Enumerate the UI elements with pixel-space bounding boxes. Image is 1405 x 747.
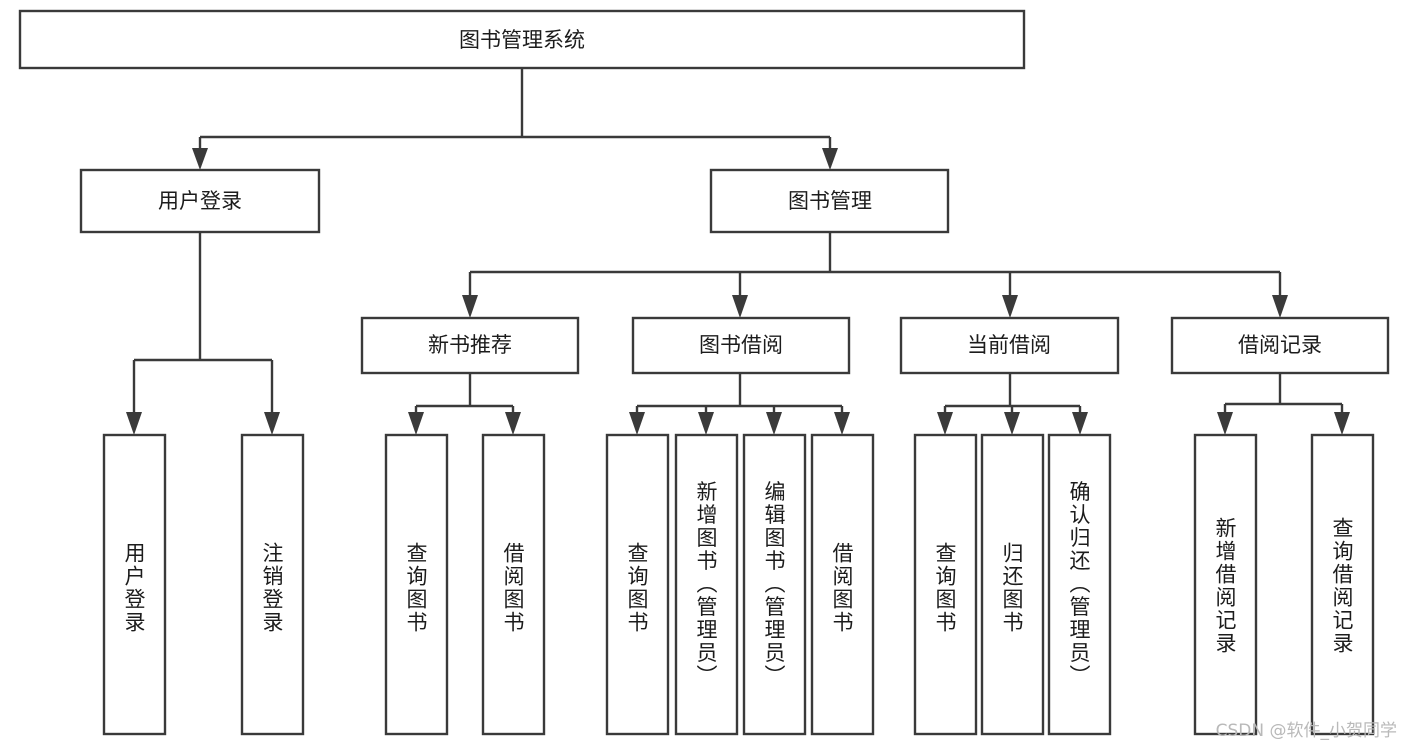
leaf-book-borrow-query-box[interactable] (605, 433, 670, 736)
arrow-current-borrow-leaf-1 (937, 412, 953, 435)
leaf-user-login-login-label: 用户登录 (122, 542, 146, 634)
connector-group-book-mgmt (462, 232, 1288, 318)
leaf-book-borrow-add[interactable]: 新增图书（管理员） (674, 433, 739, 736)
arrow-user-login-leaf-1 (126, 412, 142, 435)
leaf-borrow-record-add-label: 新增借阅记录 (1213, 517, 1237, 655)
node-new-book-recommend[interactable]: 新书推荐 (360, 316, 580, 375)
arrow-book-mgmt-to-record (1272, 295, 1288, 318)
leaf-user-login-logout-box[interactable] (240, 433, 305, 736)
arrow-book-borrow-leaf-2 (698, 412, 714, 435)
csdn-watermark: CSDN @软件_小贺同学 (1215, 721, 1397, 741)
connector-group-borrow-record (1217, 373, 1350, 435)
leaf-borrow-record-add-box[interactable] (1193, 433, 1258, 736)
leaf-borrow-record-query-label: 查询借阅记录 (1330, 517, 1354, 655)
leaf-current-borrow-query[interactable]: 查询图书 (913, 433, 978, 736)
node-borrow-record-box[interactable] (1170, 316, 1390, 375)
node-user-login-box[interactable] (79, 168, 321, 234)
node-current-borrow[interactable]: 当前借阅 (899, 316, 1120, 375)
node-book-borrow-label: 图书借阅 (699, 333, 783, 357)
arrow-current-borrow-leaf-2 (1004, 412, 1020, 435)
node-current-borrow-label: 当前借阅 (967, 333, 1051, 357)
connector-group-new-book (408, 373, 521, 435)
leaf-user-login-logout[interactable]: 注销登录 (240, 433, 305, 736)
arrow-root-to-book-mgmt (822, 148, 838, 170)
node-borrow-record-label: 借阅记录 (1238, 333, 1322, 357)
node-new-book-recommend-label: 新书推荐 (428, 333, 512, 357)
leaf-book-borrow-add-box[interactable] (674, 433, 739, 736)
leaf-book-borrow-query[interactable]: 查询图书 (605, 433, 670, 736)
leaf-current-borrow-query-label: 查询图书 (933, 542, 957, 634)
arrow-new-book-leaf-2 (505, 412, 521, 435)
node-book-management[interactable]: 图书管理 (709, 168, 950, 234)
leaf-new-book-borrow-box[interactable] (481, 433, 546, 736)
leaf-current-borrow-confirm-box[interactable] (1047, 433, 1112, 736)
arrow-book-borrow-leaf-3 (766, 412, 782, 435)
node-book-management-label: 图书管理 (788, 189, 872, 213)
leaf-book-borrow-borrow-label: 借阅图书 (830, 542, 854, 634)
leaf-new-book-borrow[interactable]: 借阅图书 (481, 433, 546, 736)
node-new-book-recommend-box[interactable] (360, 316, 580, 375)
node-user-login[interactable]: 用户登录 (79, 168, 321, 234)
node-borrow-record[interactable]: 借阅记录 (1170, 316, 1390, 375)
leaf-book-borrow-edit-box[interactable] (742, 433, 807, 736)
node-root-system[interactable]: 图书管理系统 (18, 9, 1026, 70)
arrow-current-borrow-leaf-3 (1072, 412, 1088, 435)
leaf-current-borrow-confirm[interactable]: 确认归还（管理员） (1047, 433, 1112, 736)
node-book-management-box[interactable] (709, 168, 950, 234)
leaf-book-borrow-add-label: 新增图书（管理员） (694, 481, 718, 688)
connector-group-book-borrow (629, 373, 850, 435)
leaf-current-borrow-confirm-label: 确认归还（管理员） (1067, 481, 1091, 688)
connector-group-root (192, 68, 838, 170)
leaf-current-borrow-return[interactable]: 归还图书 (980, 433, 1045, 736)
arrow-new-book-leaf-1 (408, 412, 424, 435)
leaf-current-borrow-return-label: 归还图书 (1000, 542, 1024, 634)
arrow-borrow-record-leaf-2 (1334, 412, 1350, 435)
leaf-book-borrow-borrow-box[interactable] (810, 433, 875, 736)
leaf-current-borrow-return-box[interactable] (980, 433, 1045, 736)
leaf-new-book-query-box[interactable] (384, 433, 449, 736)
node-root-system-label: 图书管理系统 (459, 28, 585, 52)
leaf-borrow-record-query-box[interactable] (1310, 433, 1375, 736)
node-book-borrow[interactable]: 图书借阅 (631, 316, 851, 375)
node-root-system-box[interactable] (18, 9, 1026, 70)
leaf-borrow-record-add[interactable]: 新增借阅记录 (1193, 433, 1258, 736)
arrow-user-login-leaf-2 (264, 412, 280, 435)
arrow-book-mgmt-to-new-book (462, 295, 478, 318)
arrow-root-to-user-login (192, 148, 208, 170)
leaf-book-borrow-borrow[interactable]: 借阅图书 (810, 433, 875, 736)
leaf-current-borrow-query-box[interactable] (913, 433, 978, 736)
leaf-book-borrow-query-label: 查询图书 (625, 542, 649, 634)
arrow-book-borrow-leaf-1 (629, 412, 645, 435)
leaf-new-book-query[interactable]: 查询图书 (384, 433, 449, 736)
node-user-login-label: 用户登录 (158, 189, 242, 213)
leaf-borrow-record-query[interactable]: 查询借阅记录 (1310, 433, 1375, 736)
leaf-new-book-query-label: 查询图书 (404, 542, 428, 634)
leaf-book-borrow-edit-label: 编辑图书（管理员） (762, 481, 786, 688)
leaf-book-borrow-edit[interactable]: 编辑图书（管理员） (742, 433, 807, 736)
arrow-book-mgmt-to-current (1002, 295, 1018, 318)
node-current-borrow-box[interactable] (899, 316, 1120, 375)
leaf-new-book-borrow-label: 借阅图书 (501, 542, 525, 634)
connector-group-current-borrow (937, 373, 1088, 435)
arrow-book-borrow-leaf-4 (834, 412, 850, 435)
arrow-borrow-record-leaf-1 (1217, 412, 1233, 435)
leaf-user-login-logout-label: 注销登录 (260, 542, 284, 634)
node-book-borrow-box[interactable] (631, 316, 851, 375)
arrow-book-mgmt-to-borrow (732, 295, 748, 318)
leaf-user-login-login-box[interactable] (102, 433, 167, 736)
leaf-user-login-login[interactable]: 用户登录 (102, 433, 167, 736)
connector-group-user-login (126, 232, 280, 435)
